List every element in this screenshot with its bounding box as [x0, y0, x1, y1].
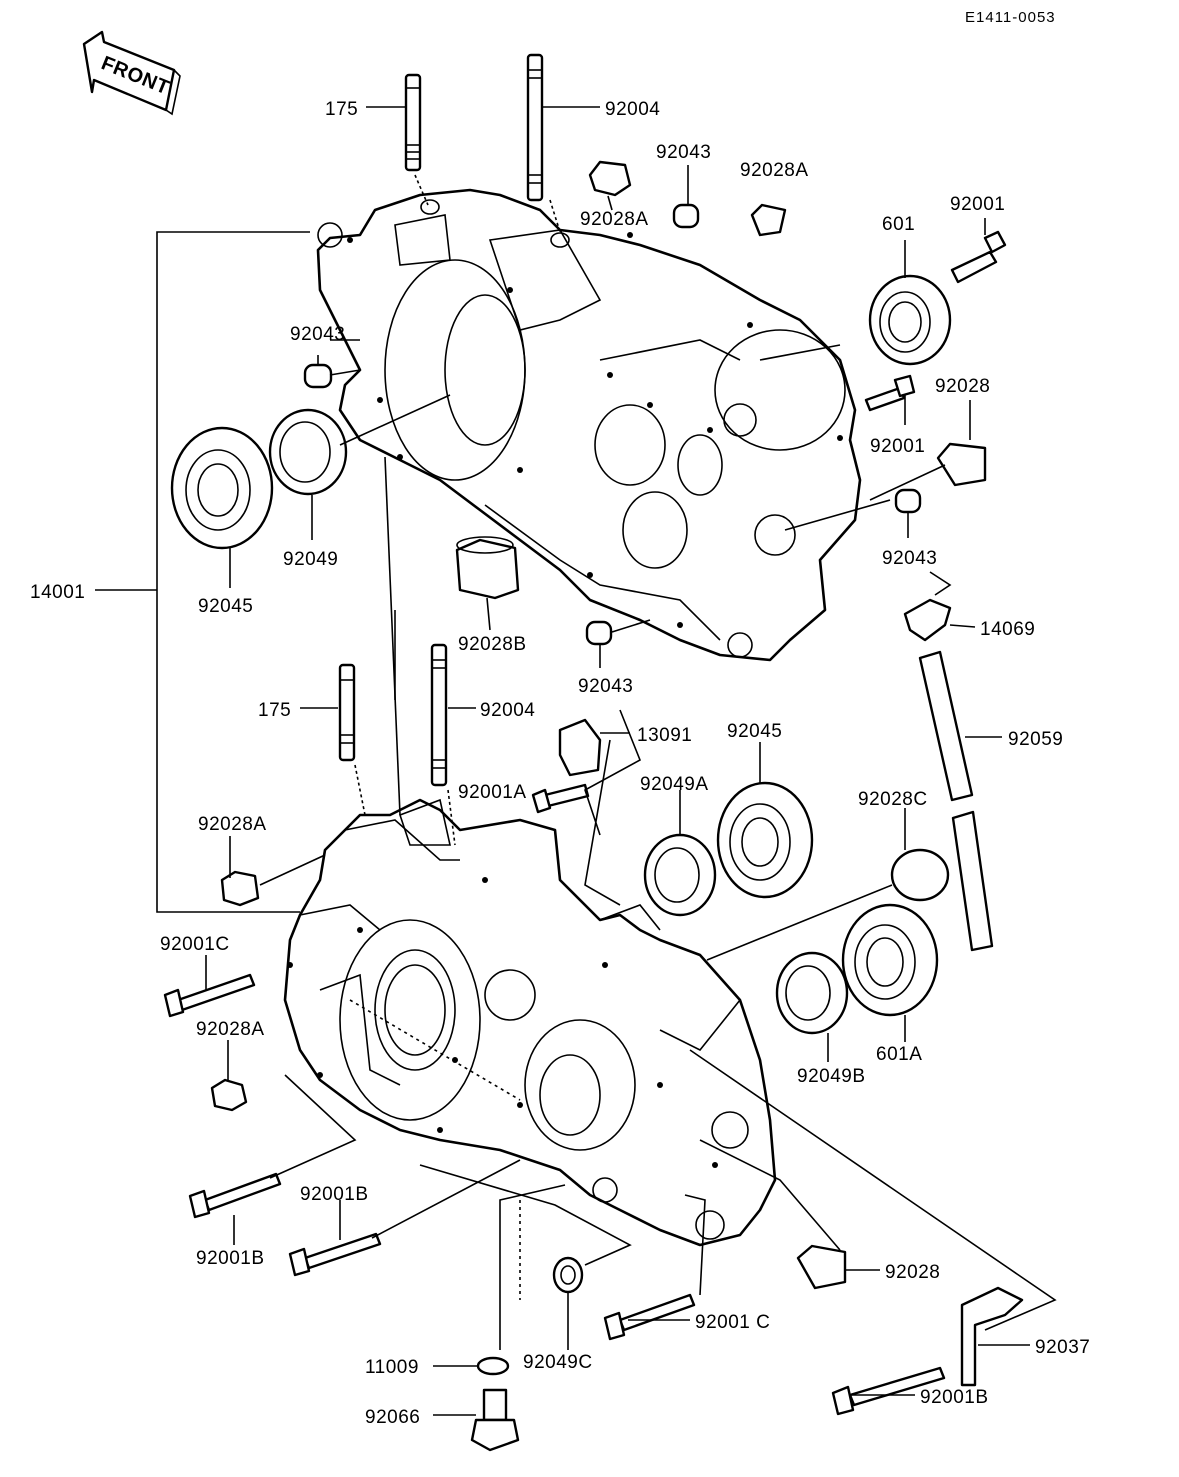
lower-crankcase-half: [283, 798, 777, 1247]
label-92028c: 92028C: [858, 789, 928, 810]
label-92001a: 92001A: [458, 782, 527, 803]
bolt-92001-top: [950, 230, 1007, 284]
dowel-92028-right: [936, 442, 987, 487]
collar-92043-top: [672, 203, 700, 229]
label-92043-top: 92043: [656, 142, 711, 163]
label-92028a-top: 92028A: [740, 160, 809, 181]
seal-92049-upper: [268, 408, 348, 496]
label-92028-bottom: 92028: [885, 1262, 940, 1283]
label-92043-right: 92043: [882, 548, 937, 569]
bolt-92001a: [531, 783, 590, 814]
seal-92049c: [552, 1256, 584, 1294]
label-92049-upper: 92049: [283, 549, 338, 570]
label-92049b: 92049B: [797, 1066, 866, 1087]
collar-92043-right: [894, 488, 922, 514]
collar-92043-left: [303, 363, 333, 389]
bolt-92001b-left: [188, 1172, 282, 1219]
label-92028b: 92028B: [458, 634, 527, 655]
stud-92004-lower: [430, 643, 448, 787]
bearing-92045-upper: [170, 426, 274, 550]
hose-92059: [918, 650, 994, 952]
stud-175-upper: [404, 73, 422, 172]
bearing-92045-lower: [716, 781, 814, 899]
dowel-92028a-top: [588, 160, 632, 197]
bushing-92028c: [890, 848, 950, 902]
label-92045-upper: 92045: [198, 596, 253, 617]
leader-lines: [95, 106, 1057, 1416]
label-14069: 14069: [980, 619, 1035, 640]
dowel-92028a-left: [220, 870, 260, 907]
label-14001: 14001: [30, 582, 85, 603]
label-92043-lower: 92043: [578, 676, 633, 697]
label-92059: 92059: [1008, 729, 1063, 750]
upper-crankcase-half: [316, 188, 862, 662]
label-92045-lower: 92045: [727, 721, 782, 742]
dowel-92028-bottom: [796, 1244, 847, 1290]
label-601: 601: [882, 214, 915, 235]
label-175-lower: 175: [258, 700, 291, 721]
label-92049a: 92049A: [640, 774, 709, 795]
bearing-601: [868, 274, 952, 366]
label-175-upper: 175: [325, 99, 358, 120]
bolt-92001c-left: [163, 973, 256, 1018]
bolt-92001-right: [864, 374, 916, 412]
bracket-92037: [960, 1286, 1024, 1387]
label-92028a-left: 92028A: [198, 814, 267, 835]
label-92028-right: 92028: [935, 376, 990, 397]
washer-11009: [476, 1356, 510, 1376]
bearing-601a: [841, 903, 939, 1017]
label-92001b-left: 92001B: [196, 1248, 265, 1269]
label-92066: 92066: [365, 1407, 420, 1428]
dowel-92028a-bottom: [210, 1078, 248, 1112]
label-92043-left: 92043: [290, 324, 345, 345]
label-92001b-mid: 92001B: [300, 1184, 369, 1205]
elbow-fitting-14069: [903, 598, 952, 642]
collar-92043-lower: [585, 620, 613, 646]
label-92049c: 92049C: [523, 1352, 593, 1373]
label-92037: 92037: [1035, 1337, 1090, 1358]
clamp-13091: [558, 718, 602, 777]
label-11009: 11009: [365, 1357, 419, 1378]
label-92004-upper: 92004: [605, 99, 660, 120]
bushing-92028b: [455, 536, 520, 600]
label-601a: 601A: [876, 1044, 922, 1065]
stud-92004-upper: [526, 53, 544, 202]
bolt-92001c-bottom: [603, 1293, 696, 1341]
dowel-92028a-right: [750, 203, 787, 237]
seal-92049b: [775, 951, 849, 1035]
label-92028a-bottom: 92028A: [196, 1019, 265, 1040]
label-92001-right: 92001: [870, 436, 925, 457]
label-92004-lower: 92004: [480, 700, 535, 721]
diagram-code: E1411-0053: [965, 9, 1056, 26]
label-92001b-right: 92001B: [920, 1387, 989, 1408]
front-direction-arrow: FRONT: [82, 30, 181, 116]
bolt-92001b-mid: [288, 1232, 382, 1277]
label-92001c-bottom: 92001 C: [695, 1312, 770, 1333]
part-labels: 175 92004 92043 92028A 92028A 601 92001 …: [30, 99, 1090, 1428]
drain-plug-92066: [470, 1388, 520, 1452]
label-13091: 13091: [637, 725, 692, 746]
label-92001-top: 92001: [950, 194, 1005, 215]
seal-92049a: [643, 833, 717, 917]
label-92001c-left: 92001C: [160, 934, 230, 955]
stud-175-lower: [338, 663, 356, 762]
label-92028a-mid: 92028A: [580, 209, 649, 230]
